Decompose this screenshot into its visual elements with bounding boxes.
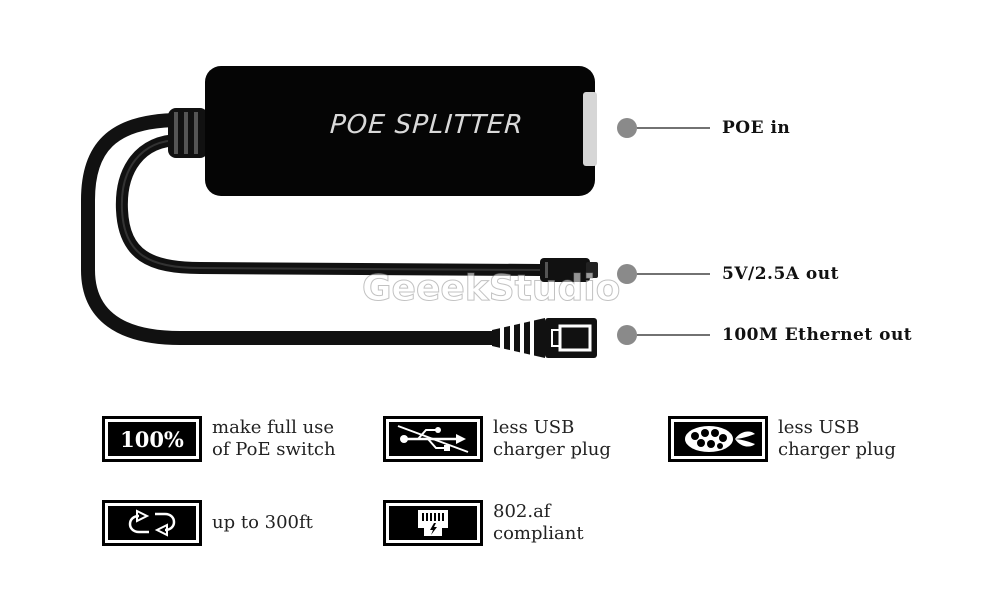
poe-in-port <box>583 92 597 166</box>
feature-switch: 100% make full use of PoE switch <box>102 416 336 462</box>
ethernet-out-label: 100M Ethernet out <box>722 325 913 345</box>
ethernet-cable <box>81 113 502 345</box>
feature-usb-line1: less USB <box>493 417 575 438</box>
watermark: GeeekStudio <box>361 268 621 310</box>
poe-in-label: POE in <box>722 118 791 138</box>
feature-raspberry: less USB charger plug <box>668 416 896 462</box>
dc-plug <box>540 258 598 282</box>
power-out-label: 5V/2.5A out <box>722 264 839 284</box>
feature-raspberry-line2: charger plug <box>778 439 896 460</box>
callout-ethernet-out <box>617 325 710 345</box>
loop-arrows-icon <box>102 500 202 546</box>
feature-distance-line1: up to 300ft <box>212 512 313 533</box>
feature-usb-line2: charger plug <box>493 439 611 460</box>
feature-standard: 802.af compliant <box>383 500 584 546</box>
raspberry-pi-icon <box>668 416 768 462</box>
feature-standard-line1: 802.af <box>493 501 551 522</box>
feature-raspberry-line1: less USB <box>778 417 860 438</box>
rj45-plug <box>492 318 597 358</box>
feature-usb: less USB charger plug <box>383 416 611 462</box>
cable-strain-relief <box>168 108 208 158</box>
feature-switch-line2: of PoE switch <box>212 439 336 460</box>
usb-crossed-icon <box>383 416 483 462</box>
device-label: POE SPLITTER <box>328 110 525 140</box>
callout-power-out <box>617 264 710 284</box>
percent-text: 100% <box>120 426 184 452</box>
feature-distance: up to 300ft <box>102 500 313 546</box>
feature-switch-line1: make full use <box>212 417 335 438</box>
splitter-body <box>205 66 595 196</box>
percent-badge: 100% <box>102 416 202 462</box>
ethernet-port-icon <box>383 500 483 546</box>
feature-standard-line2: compliant <box>493 523 584 544</box>
callout-poe-in <box>617 118 710 138</box>
